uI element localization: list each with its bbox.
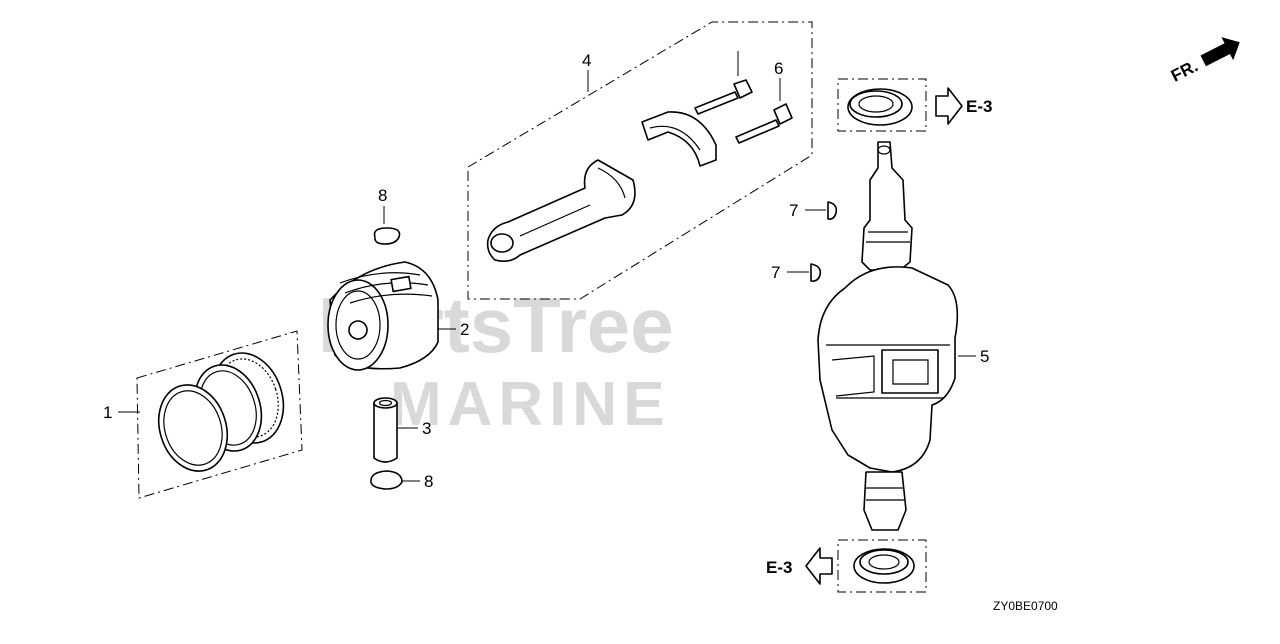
callout-8a: 8 [378,186,387,205]
front-direction-indicator: FR. [1168,37,1240,86]
rod-cap-part[interactable] [641,111,717,167]
upper-reference-arrow-icon [935,87,963,125]
crankshaft-part[interactable] [817,141,959,531]
callout-6b: 6 [774,59,783,78]
lower-reference-label[interactable]: E-3 [766,558,792,577]
piston-rings-part[interactable] [148,344,295,480]
upper-seal-frame [837,78,927,132]
piston-group[interactable]: 2 [327,261,469,371]
connecting-rod-part[interactable] [486,159,636,262]
piston-rings-frame [136,330,303,499]
lower-reference-arrow-icon [805,547,833,585]
callout-7a: 7 [789,201,798,220]
callout-8b: 8 [424,472,433,491]
connecting-rod-group[interactable]: 4 [467,21,813,300]
callout-2: 2 [460,320,469,339]
pin-clip-bottom-group[interactable]: 8 [370,470,434,491]
lower-oil-seal-group[interactable]: E-3 [766,539,927,593]
crankshaft-group[interactable]: 5 [817,141,989,531]
callout-7b: 7 [771,263,780,282]
piston-part[interactable] [327,261,439,371]
callout-1: 1 [103,403,112,422]
pin-clip-bottom[interactable] [370,470,403,490]
rod-bolt-2[interactable] [735,103,793,144]
callout-3: 3 [422,419,431,438]
upper-reference-label[interactable]: E-3 [966,97,992,116]
pin-clip-top-group[interactable]: 8 [373,186,401,245]
diagram-code: ZY0BE0700 [993,599,1058,613]
callout-5: 5 [980,347,989,366]
rod-bolt-2-group[interactable]: 6 [735,59,793,144]
callout-4: 4 [582,51,591,70]
front-arrow-icon [1200,37,1240,67]
lower-seal-frame [837,539,927,593]
connecting-rod-frame [467,21,813,300]
lower-oil-seal[interactable] [853,548,915,584]
woodruff-key-1-group[interactable]: 7 [789,201,838,220]
piston-rings-group[interactable]: 1 [103,330,303,499]
woodruff-key-1[interactable] [827,201,838,220]
upper-oil-seal-group[interactable]: E-3 [837,78,992,132]
pin-clip-top[interactable] [373,227,401,245]
rod-bolt-1[interactable] [694,79,753,115]
upper-oil-seal[interactable] [847,88,913,126]
piston-pin-group[interactable]: 3 [373,397,431,463]
watermark-line2: MARINE [390,370,671,439]
woodruff-key-2[interactable] [810,263,822,282]
woodruff-key-2-group[interactable]: 7 [771,263,822,282]
rod-bolt-1-group[interactable] [694,51,753,115]
piston-pin-part[interactable] [373,397,398,463]
front-direction-label: FR. [1168,56,1201,85]
